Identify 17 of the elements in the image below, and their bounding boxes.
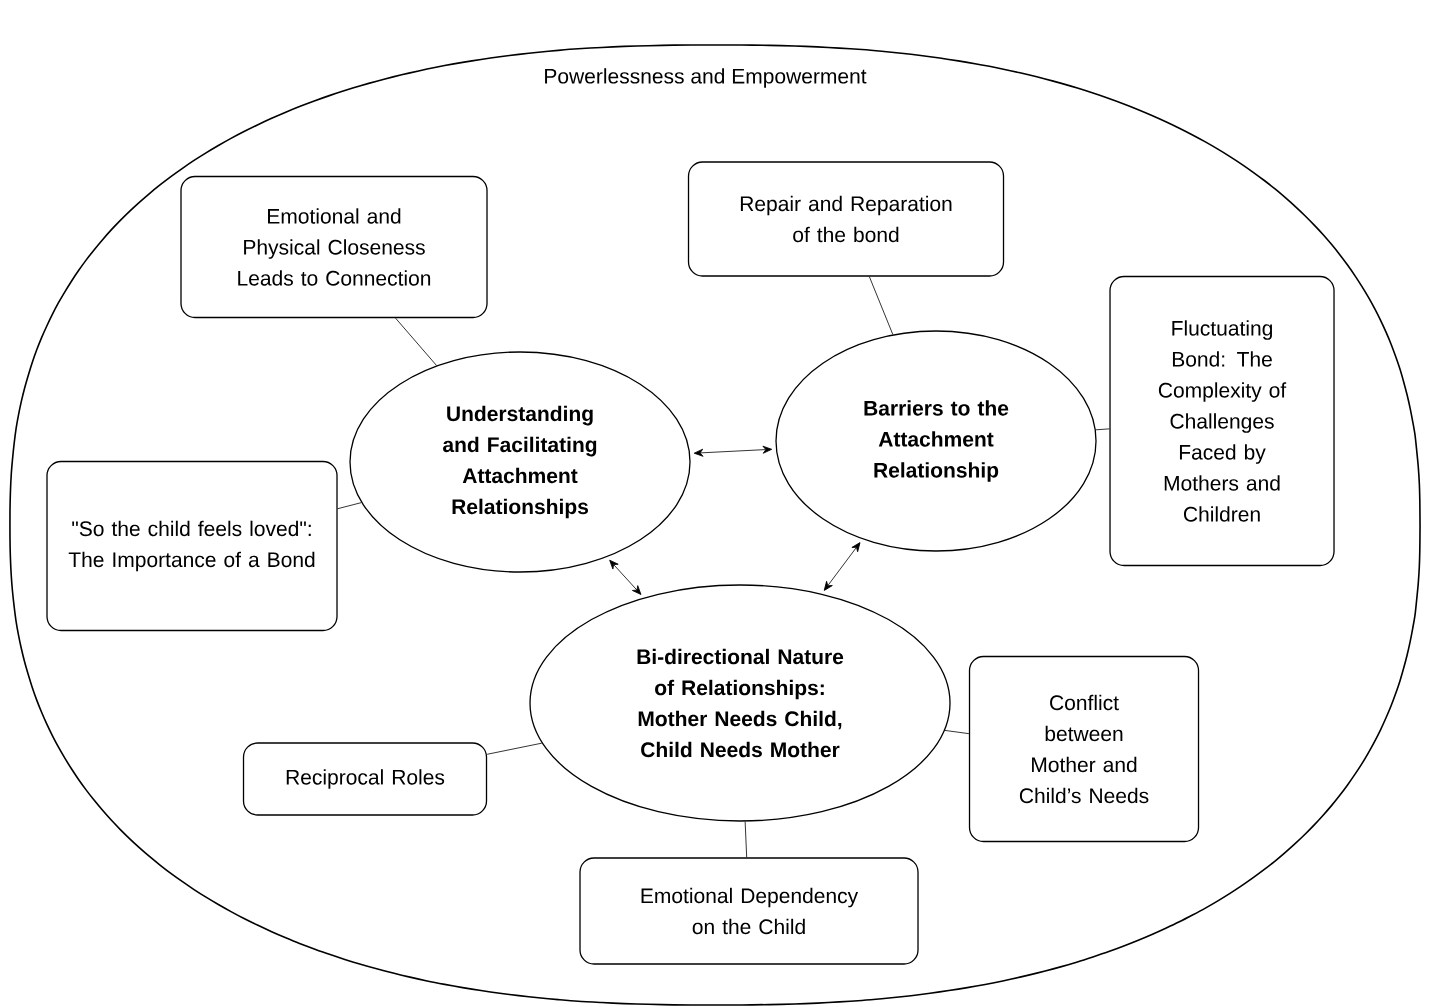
connector-line: [868, 276, 894, 335]
double-arrow: [693, 445, 773, 457]
subtheme-box: Emotional and Physical Closeness Leads to Connection: [180, 175, 488, 319]
connector-line: [395, 317, 437, 366]
connector-line: [944, 730, 970, 735]
subtheme-box: Conflict between Mother and Child’s Needs: [968, 655, 1200, 843]
subtheme-box: "So the child feels loved": The Importance of a Bond: [46, 460, 338, 632]
double-arrow: [609, 559, 642, 595]
connector-line: [486, 742, 543, 755]
subtheme-box: Reciprocal Roles: [242, 742, 488, 816]
connector-line: [337, 502, 362, 510]
subtheme-box: Repair and Reparation of the bond: [687, 161, 1005, 277]
connector-line: [744, 821, 748, 858]
subtheme-box: Fluctuating Bond: The Complexity of Challenges Faced by Mothers and Children: [1109, 275, 1335, 567]
connector-line: [1095, 428, 1110, 431]
double-arrow: [823, 542, 861, 591]
subtheme-box: Emotional Dependency on the Child: [579, 857, 919, 965]
